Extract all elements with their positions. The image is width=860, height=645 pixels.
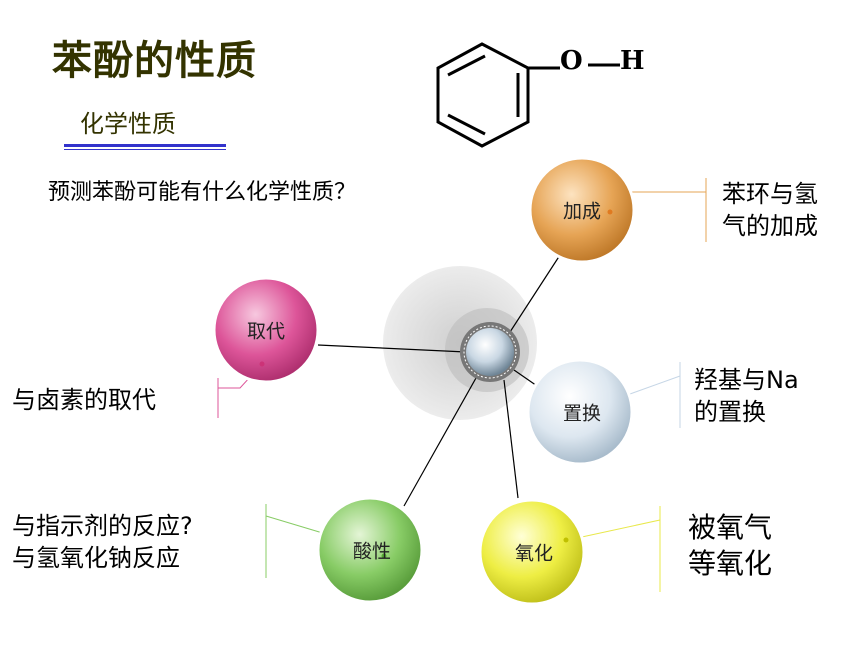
callout-oxidation — [567, 519, 661, 541]
label-acidity: 酸性 — [352, 540, 392, 563]
note-acidity-line2: 与氢氧化钠反应 — [12, 544, 180, 572]
note-oxidation: 被氧气 等氧化 — [688, 510, 772, 582]
ball-addition — [528, 156, 636, 264]
phenol-structure-diagram — [436, 42, 560, 148]
note-addition-line2: 气的加成 — [722, 212, 818, 240]
note-acidity-line1: 与指示剂的反应? — [12, 512, 193, 540]
connector-oxidation — [503, 379, 519, 499]
label-addition: 加成 — [562, 200, 602, 223]
label-replacement: 置换 — [562, 402, 602, 425]
ball-oxidation — [478, 498, 586, 606]
ball-substitution — [212, 276, 320, 384]
callout-replacement — [629, 375, 681, 395]
label-substitution: 取代 — [246, 320, 286, 343]
hydrogen-atom: H — [620, 46, 645, 76]
section-subtitle: 化学性质 — [80, 110, 176, 138]
note-substitution: 与卤素的取代 — [12, 384, 156, 416]
connector-addition — [509, 254, 561, 333]
note-addition-line1: 苯环与氢 — [722, 180, 818, 208]
label-oxidation: 氧化 — [514, 542, 554, 565]
hub-ball — [466, 328, 514, 376]
connector-substitution — [317, 344, 467, 353]
ball-acidity — [316, 496, 424, 604]
subtitle-underline — [64, 144, 226, 150]
note-replacement: 羟基与Na 的置换 — [694, 364, 799, 428]
question-text: 预测苯酚可能有什么化学性质？ — [48, 180, 357, 205]
oxygen-atom: O — [560, 46, 583, 76]
note-replacement-line1: 羟基与Na — [694, 366, 799, 394]
note-replacement-line2: 的置换 — [694, 398, 766, 426]
note-substitution-line1: 与卤素的取代 — [12, 386, 156, 414]
note-addition: 苯环与氢 气的加成 — [722, 178, 818, 242]
note-oxidation-line1: 被氧气 — [688, 511, 773, 544]
page-title: 苯酚的性质 — [52, 37, 257, 84]
o-h-bond — [588, 63, 620, 67]
note-oxidation-line2: 等氧化 — [688, 547, 773, 580]
inner-bond-2 — [447, 113, 486, 136]
connector-acidity — [403, 377, 477, 507]
ball-replacement — [526, 358, 634, 466]
note-acidity: 与指示剂的反应? 与氢氧化钠反应 — [12, 510, 193, 574]
inner-bond-3 — [447, 54, 486, 77]
